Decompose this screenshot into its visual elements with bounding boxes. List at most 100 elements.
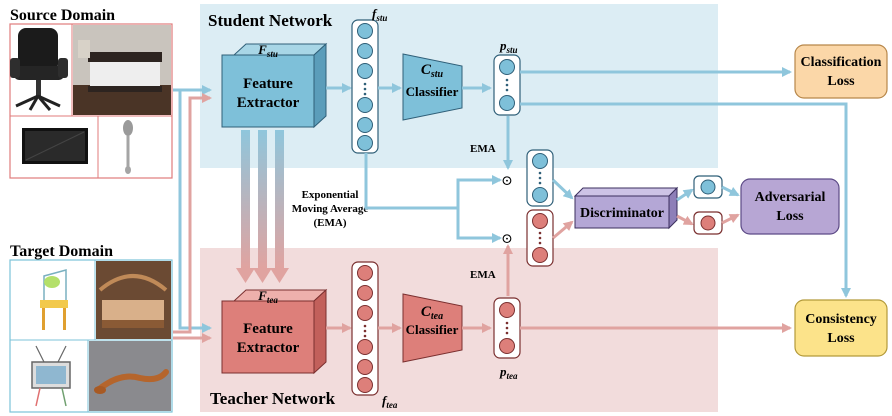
student-feature-symbol: fstu — [372, 6, 387, 23]
teacher-extractor-label-2: Extractor — [237, 340, 300, 356]
ellipsis-dot — [538, 236, 542, 240]
student-feature-extractor — [221, 42, 328, 129]
wooden-bed-image — [96, 261, 171, 339]
vector-node — [532, 247, 548, 263]
teacher-feature-symbol: ftea — [382, 393, 398, 410]
output-to-adversarial-loss-arrow — [721, 185, 740, 197]
source-domain-title: Source Domain — [10, 7, 115, 24]
ellipsis-dot — [363, 329, 367, 333]
vector-node — [357, 265, 373, 281]
vector-node — [357, 117, 373, 133]
vector-node — [357, 43, 373, 59]
ema-label-line1: Exponential — [302, 189, 359, 201]
vector-node — [357, 305, 373, 321]
student-feature-to-teacher-operator-arrow — [456, 208, 502, 243]
teacher-prediction-symbol: ptea — [499, 364, 518, 381]
vector-node — [357, 339, 373, 355]
vector-node — [357, 63, 373, 79]
vector-node — [499, 59, 515, 75]
lizard-image — [89, 341, 171, 411]
ellipsis-dot — [363, 324, 367, 328]
discriminator-to-target-output-arrow — [676, 214, 694, 226]
student-extractor-symbol: Fstu — [257, 42, 278, 59]
ema-weight-arrows — [236, 130, 289, 283]
student-feature-nodes — [357, 23, 373, 151]
teacher-weighting-operator: ⊙ — [501, 232, 513, 247]
source-image-grid — [9, 23, 173, 179]
ellipsis-dot — [505, 78, 509, 82]
target-domain-output-node — [700, 215, 716, 231]
spoon-image — [123, 120, 133, 174]
bedroom-image — [73, 25, 171, 115]
vector-node — [532, 213, 548, 229]
vector-node — [532, 153, 548, 169]
ellipsis-dot — [505, 326, 509, 330]
student-weighted-to-discriminator-arrow — [551, 178, 574, 200]
discriminator-block — [573, 186, 679, 230]
teacher-classifier-symbol: Ctea — [421, 304, 443, 322]
toy-chair-sketch-image — [40, 269, 68, 330]
tv-sketch-image — [31, 345, 71, 407]
vector-node — [357, 285, 373, 301]
student-extractor-label-1: Feature — [243, 76, 293, 92]
vector-node — [357, 359, 373, 375]
student-pred-to-consistency-loss-arrow — [520, 102, 851, 298]
adversarial-loss-box — [740, 178, 840, 235]
ellipsis-dot — [363, 87, 367, 91]
vector-node — [532, 187, 548, 203]
classification-loss-label-1: Classification — [801, 55, 882, 70]
ellipsis-dot — [538, 181, 542, 185]
student-weighting-operator: ⊙ — [501, 174, 513, 189]
student-extractor-label-2: Extractor — [237, 95, 300, 111]
vector-node — [357, 377, 373, 393]
consistency-loss-box — [794, 299, 888, 357]
teacher-feature-extractor — [221, 288, 328, 375]
flat-tv-image — [22, 128, 88, 164]
source-domain-output-node — [700, 179, 716, 195]
student-prediction-nodes — [499, 59, 515, 111]
student-prediction-symbol: pstu — [499, 38, 518, 55]
student-ema-label: EMA — [470, 143, 496, 155]
student-feature-vector — [351, 19, 379, 154]
ellipsis-dot — [538, 231, 542, 235]
adversarial-loss-label-1: Adversarial — [755, 190, 826, 205]
classification-loss-label-2: Loss — [827, 74, 855, 89]
ema-label-line3: (EMA) — [314, 217, 347, 229]
office-chair-image — [10, 28, 68, 111]
student-classifier-symbol: Cstu — [421, 62, 444, 80]
student-weighted-nodes — [532, 153, 548, 203]
teacher-extractor-label-1: Feature — [243, 321, 293, 337]
adversarial-loss-label-2: Loss — [776, 209, 804, 224]
vector-node — [357, 23, 373, 39]
ellipsis-dot — [538, 171, 542, 175]
teacher-classifier — [402, 293, 463, 363]
teacher-network-title: Teacher Network — [210, 389, 336, 408]
student-classifier-label: Classifier — [406, 84, 459, 99]
teacher-extractor-symbol: Ftea — [257, 288, 278, 305]
ellipsis-dot — [505, 83, 509, 87]
teacher-classifier-label: Classifier — [406, 322, 459, 337]
vector-node — [357, 135, 373, 151]
discriminator-to-source-output-arrow — [676, 188, 694, 202]
ellipsis-dot — [505, 321, 509, 325]
ellipsis-dot — [363, 334, 367, 338]
source-to-teacher-arrow — [178, 90, 212, 333]
teacher-feature-vector — [351, 261, 379, 396]
teacher-weighted-to-discriminator-arrow — [552, 220, 574, 240]
target-image-grid — [9, 259, 173, 413]
ellipsis-dot — [538, 176, 542, 180]
vector-node — [499, 338, 515, 354]
classification-loss-box — [794, 44, 888, 99]
teacher-weighted-nodes — [532, 213, 548, 263]
student-network-title: Student Network — [208, 11, 333, 30]
ema-label-line2: Moving Average — [292, 203, 369, 215]
target-to-student-arrow — [173, 93, 212, 334]
consistency-loss-label-2: Loss — [827, 331, 855, 346]
target-output-to-adversarial-loss-arrow — [721, 213, 740, 225]
ellipsis-dot — [363, 82, 367, 86]
teacher-ema-label: EMA — [470, 269, 496, 281]
vector-node — [499, 302, 515, 318]
student-classifier — [402, 53, 463, 121]
ellipsis-dot — [505, 331, 509, 335]
consistency-loss-label-1: Consistency — [805, 312, 877, 327]
